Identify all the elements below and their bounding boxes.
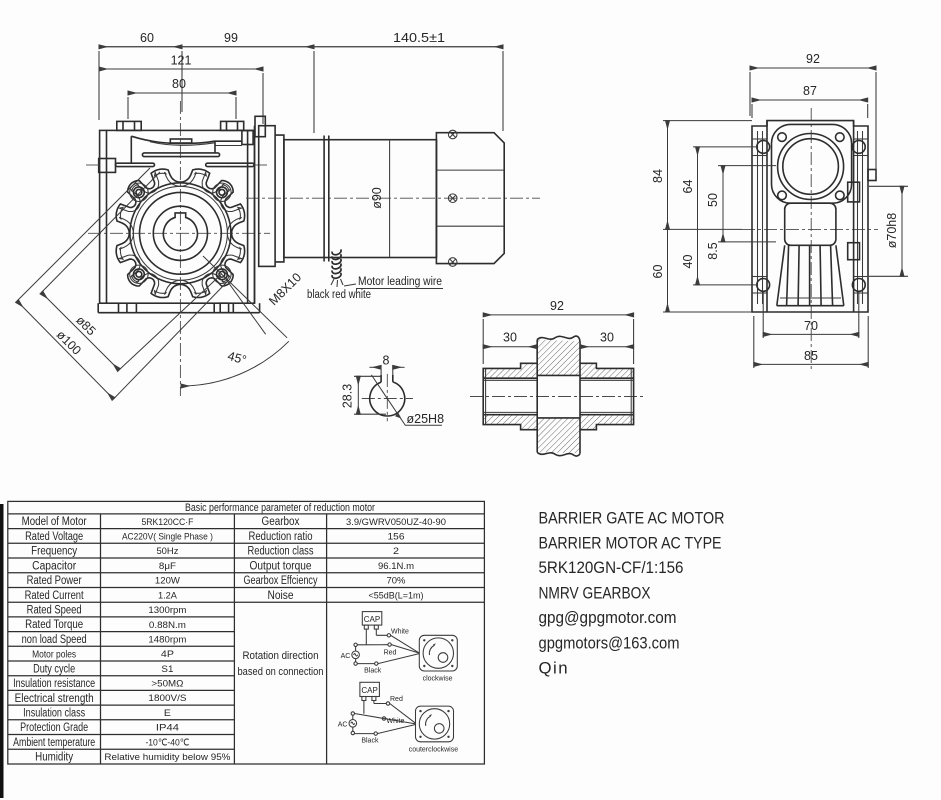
svg-text:85: 85 bbox=[804, 349, 818, 363]
svg-text:ø90: ø90 bbox=[370, 187, 384, 209]
svg-text:Output torque: Output torque bbox=[250, 560, 312, 572]
svg-text:BARRIER MOTOR AC TYPE: BARRIER MOTOR AC TYPE bbox=[539, 534, 722, 553]
svg-text:99: 99 bbox=[224, 31, 238, 45]
svg-text:CAP: CAP bbox=[361, 686, 377, 695]
svg-text:Black: Black bbox=[364, 668, 382, 675]
svg-text:96.1N.m: 96.1N.m bbox=[378, 561, 414, 572]
svg-text:Rated Torque: Rated Torque bbox=[25, 619, 83, 631]
svg-text:70%: 70% bbox=[387, 576, 407, 587]
svg-text:30: 30 bbox=[503, 331, 517, 345]
svg-text:Noise: Noise bbox=[268, 590, 294, 602]
svg-text:Gearbox Effciency: Gearbox Effciency bbox=[244, 575, 318, 587]
svg-text:Frequency: Frequency bbox=[31, 546, 77, 558]
svg-text:5RK120CC·F: 5RK120CC·F bbox=[141, 517, 193, 528]
svg-text:Duty cycle: Duty cycle bbox=[33, 663, 75, 675]
svg-text:-10℃-40℃: -10℃-40℃ bbox=[145, 737, 189, 748]
svg-text:Qin: Qin bbox=[539, 659, 570, 678]
svg-text:clockwise: clockwise bbox=[423, 676, 453, 683]
svg-text:8μF: 8μF bbox=[159, 561, 176, 572]
svg-text:Rated Current: Rated Current bbox=[25, 590, 85, 602]
svg-text:Relative humidity below 95%: Relative humidity below 95% bbox=[104, 752, 231, 763]
svg-text:Reduction ratio: Reduction ratio bbox=[249, 531, 313, 543]
svg-text:3.9/GWRV050UZ-40-90: 3.9/GWRV050UZ-40-90 bbox=[346, 517, 446, 528]
svg-text:121: 121 bbox=[171, 54, 192, 68]
svg-text:CAP: CAP bbox=[364, 615, 380, 624]
svg-text:Model of Motor: Model of Motor bbox=[22, 516, 87, 528]
svg-text:84: 84 bbox=[651, 169, 665, 183]
svg-text:Protection Grade: Protection Grade bbox=[20, 722, 88, 734]
svg-text:5RK120GN-CF/1:156: 5RK120GN-CF/1:156 bbox=[539, 558, 684, 577]
svg-text:28.3: 28.3 bbox=[341, 384, 355, 408]
svg-text:White: White bbox=[387, 718, 405, 725]
svg-text:couterclockwise: couterclockwise bbox=[409, 747, 459, 754]
svg-text:60: 60 bbox=[140, 31, 154, 45]
svg-text:AC: AC bbox=[338, 722, 348, 729]
svg-text:Insulation resistance: Insulation resistance bbox=[13, 678, 95, 690]
svg-text:ø25H8: ø25H8 bbox=[407, 412, 445, 426]
svg-text:1.2A: 1.2A bbox=[158, 590, 178, 601]
svg-text:92: 92 bbox=[806, 52, 820, 66]
svg-text:92: 92 bbox=[550, 299, 564, 313]
svg-text:Gearbox: Gearbox bbox=[262, 516, 300, 528]
svg-text:87: 87 bbox=[803, 84, 817, 98]
svg-text:1480rpm: 1480rpm bbox=[148, 635, 186, 646]
svg-text:BARRIER GATE AC MOTOR: BARRIER GATE AC MOTOR bbox=[539, 508, 725, 527]
svg-text:30: 30 bbox=[600, 331, 614, 345]
svg-text:8: 8 bbox=[383, 354, 390, 368]
svg-text:E: E bbox=[164, 708, 171, 719]
svg-text:Electrical strength: Electrical strength bbox=[15, 693, 94, 705]
svg-text:Rated Voltage: Rated Voltage bbox=[25, 531, 83, 543]
svg-text:<55dB(L=1m): <55dB(L=1m) bbox=[369, 590, 424, 601]
svg-text:80: 80 bbox=[172, 77, 186, 91]
svg-text:gpg@gpgmotor.com: gpg@gpgmotor.com bbox=[539, 608, 677, 627]
svg-text:S1: S1 bbox=[161, 664, 173, 675]
svg-text:45°: 45° bbox=[226, 349, 248, 367]
svg-text:black red white: black red white bbox=[307, 289, 371, 301]
svg-text:Red: Red bbox=[390, 696, 403, 703]
svg-text:gpgmotors@163.com: gpgmotors@163.com bbox=[539, 634, 680, 653]
svg-text:Black: Black bbox=[361, 738, 379, 745]
svg-text:based on connection: based on connection bbox=[238, 666, 324, 678]
svg-text:2: 2 bbox=[393, 546, 399, 557]
svg-text:ø70h8: ø70h8 bbox=[885, 213, 899, 248]
svg-text:140.5±1: 140.5±1 bbox=[393, 31, 445, 45]
svg-text:40: 40 bbox=[681, 255, 695, 269]
svg-text:AC220V( Single Phase ): AC220V( Single Phase ) bbox=[122, 532, 213, 543]
svg-text:non load Speed: non load Speed bbox=[22, 634, 87, 646]
svg-text:Reduction class: Reduction class bbox=[248, 546, 314, 558]
svg-text:50Hz: 50Hz bbox=[156, 546, 178, 557]
svg-text:8.5: 8.5 bbox=[706, 242, 720, 259]
svg-text:Motor poles: Motor poles bbox=[32, 649, 76, 661]
svg-text:Humidity: Humidity bbox=[35, 752, 73, 764]
svg-text:IP44: IP44 bbox=[156, 723, 179, 734]
svg-text:NMRV GEARBOX: NMRV GEARBOX bbox=[539, 584, 651, 603]
svg-text:Capacitor: Capacitor bbox=[32, 560, 76, 572]
svg-text:60: 60 bbox=[651, 265, 665, 279]
svg-text:Rated Speed: Rated Speed bbox=[27, 605, 82, 617]
svg-text:64: 64 bbox=[681, 180, 695, 194]
svg-text:Rated Power: Rated Power bbox=[27, 575, 82, 587]
svg-text:156: 156 bbox=[388, 532, 405, 543]
svg-text:0.88N.m: 0.88N.m bbox=[149, 620, 186, 631]
svg-text:70: 70 bbox=[804, 319, 818, 333]
svg-text:Basic performance parameter of: Basic performance parameter of reduction… bbox=[185, 502, 375, 514]
svg-text:White: White bbox=[391, 629, 409, 636]
svg-text:Ambient temperature: Ambient temperature bbox=[13, 737, 95, 749]
svg-text:Motor leading wire: Motor leading wire bbox=[358, 276, 442, 288]
svg-text:4P: 4P bbox=[161, 649, 174, 660]
svg-text:>50MΩ: >50MΩ bbox=[151, 679, 183, 690]
svg-text:1800V/S: 1800V/S bbox=[148, 693, 186, 704]
svg-text:1300rpm: 1300rpm bbox=[148, 605, 186, 616]
svg-text:Red: Red bbox=[384, 650, 397, 657]
svg-text:Rotation direction: Rotation direction bbox=[243, 650, 319, 662]
svg-text:120W: 120W bbox=[155, 576, 180, 587]
svg-text:AC: AC bbox=[341, 653, 351, 660]
svg-text:50: 50 bbox=[706, 193, 720, 207]
svg-text:Insulation class: Insulation class bbox=[23, 708, 85, 720]
